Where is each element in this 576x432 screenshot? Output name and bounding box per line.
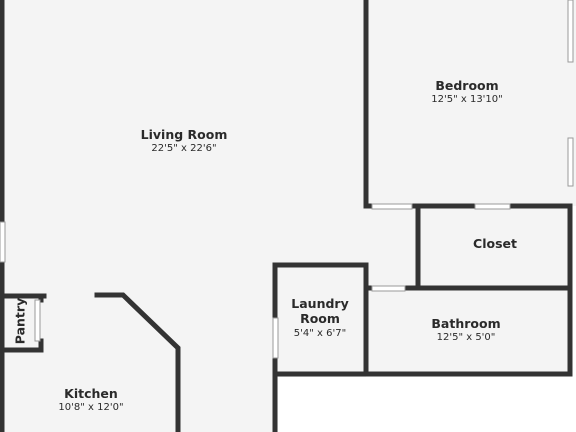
window-bedroom-right [567, 137, 574, 187]
living-room-dimensions: 22'5" x 22'6" [151, 143, 217, 154]
floor-bedroom [366, 0, 576, 206]
window-left [0, 221, 6, 263]
kitchen-label: Kitchen [64, 386, 118, 401]
laundry-room-dimensions: 5'4" x 6'7" [293, 328, 347, 339]
door-bathroom [371, 285, 406, 292]
windows [0, 0, 574, 359]
window-pantry [34, 299, 41, 342]
kitchen-dimensions: 10'8" x 12'0" [58, 402, 124, 413]
floor-bathroom [366, 288, 568, 374]
window-laundry [272, 317, 279, 359]
door-closet [474, 203, 511, 210]
laundry-room-label: Laundry Room [291, 296, 348, 326]
bathroom-dimensions: 12'5" x 5'0" [436, 332, 496, 343]
floor-closet [418, 206, 568, 288]
laundry-room-label-line1: Laundry [291, 296, 349, 311]
floor-laundry-room [275, 265, 366, 374]
bathroom-label: Bathroom [431, 316, 501, 331]
exterior-area [278, 377, 576, 432]
window-bedroom-top-right [567, 0, 574, 63]
living-room-label: Living Room [140, 127, 228, 142]
pantry-label: Pantry [12, 297, 28, 345]
door-bedroom [371, 203, 413, 210]
bedroom-label: Bedroom [435, 78, 499, 93]
closet-label: Closet [473, 236, 517, 251]
laundry-room-label-line2: Room [300, 311, 340, 326]
bedroom-dimensions: 12'5" x 13'10" [431, 94, 503, 105]
floor-hallway [366, 206, 418, 288]
wall-kitchen-partition [94, 292, 181, 432]
